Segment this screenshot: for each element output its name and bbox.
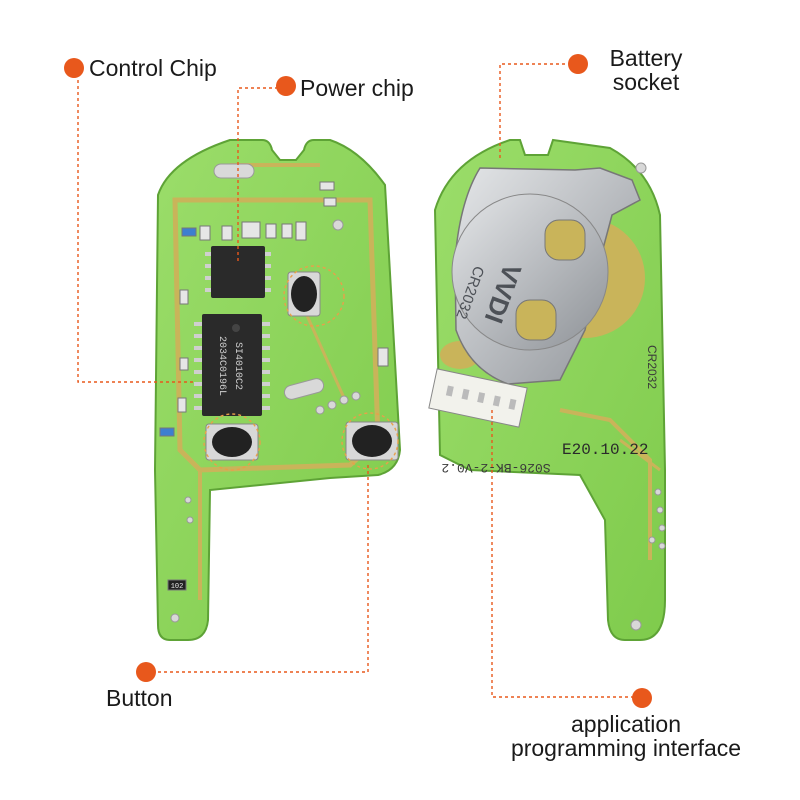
button-marker bbox=[136, 662, 156, 682]
chip-part-number: SI4010C2 bbox=[232, 342, 243, 390]
api-label-line1: application bbox=[571, 711, 681, 737]
control-chip-label: Control Chip bbox=[89, 55, 217, 81]
control-chip: SI4010C2 2034C0196L bbox=[194, 314, 270, 416]
api-marker bbox=[632, 688, 652, 708]
chip-date-code: 2034C0196L bbox=[216, 336, 227, 396]
power-chip-label: Power chip bbox=[300, 75, 414, 101]
api-label: application programming interface bbox=[486, 712, 766, 760]
smd-components bbox=[159, 181, 389, 591]
leader-power-chip bbox=[237, 87, 284, 262]
crystal bbox=[213, 163, 255, 179]
button-label: Button bbox=[106, 685, 173, 711]
leader-control-chip bbox=[77, 80, 196, 383]
button-right bbox=[345, 421, 399, 461]
control-chip-marker bbox=[64, 58, 84, 78]
battery-socket: VVDI CR2032 bbox=[451, 167, 641, 385]
leader-lines bbox=[77, 63, 640, 698]
leader-button bbox=[146, 462, 369, 673]
date-code: E20.10.22 bbox=[562, 441, 648, 459]
left-pcb-body bbox=[153, 139, 402, 641]
battery-socket-label-line1: Battery bbox=[609, 45, 683, 71]
resistor-code: 102 bbox=[171, 583, 184, 591]
left-trace-ring bbox=[172, 197, 381, 473]
battery-socket-marker bbox=[568, 54, 588, 74]
api-connector bbox=[428, 368, 528, 428]
socket-edge-text: CR2032 bbox=[645, 345, 659, 389]
right-board: VVDI CR2032 CR2032 E20.10.22 S026-BK-2-V… bbox=[428, 138, 666, 641]
button-top bbox=[287, 271, 321, 317]
power-chip-marker bbox=[276, 76, 296, 96]
leader-battery-socket bbox=[499, 63, 565, 158]
api-label-line2: programming interface bbox=[510, 735, 742, 761]
left-board: SI4010C2 2034C0196L bbox=[153, 139, 402, 641]
battery-socket-label: Battery socket bbox=[596, 46, 696, 94]
leader-api bbox=[491, 408, 640, 698]
board-id: S026-BK-2-V0.2 bbox=[441, 460, 550, 475]
power-chip bbox=[205, 246, 271, 298]
button-left bbox=[205, 423, 259, 461]
battery-socket-label-line2: socket bbox=[612, 69, 680, 95]
